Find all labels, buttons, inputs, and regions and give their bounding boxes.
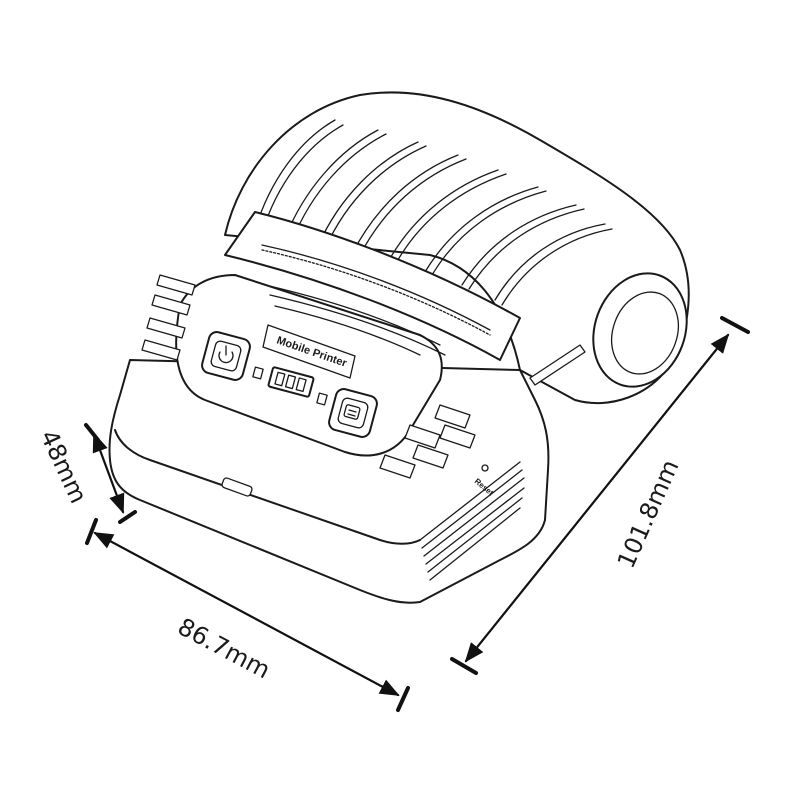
- height-label: 48mm: [35, 426, 93, 508]
- left-grip: [141, 274, 196, 361]
- usb-port: [221, 477, 253, 497]
- power-button[interactable]: [200, 330, 251, 381]
- depth-label: 101.8mm: [612, 456, 685, 573]
- width-arrow: [93, 531, 400, 697]
- width-label: 86.7mm: [173, 613, 275, 685]
- cover-ridges: [254, 119, 613, 306]
- printer-body: Mobile Printer: [108, 91, 690, 604]
- label-plate: [262, 324, 356, 379]
- depth-arrow: [464, 333, 730, 663]
- status-led: [252, 366, 264, 380]
- power-icon: [218, 345, 234, 364]
- width-tick-left: [85, 518, 98, 545]
- height-arrow: [92, 432, 125, 514]
- battery-indicator-icon: [267, 366, 315, 398]
- depth-tick-bottom: [450, 657, 478, 675]
- width-tick-right: [396, 686, 410, 712]
- status-led-2: [316, 392, 328, 406]
- height-tick-bottom: [118, 510, 137, 524]
- feed-button[interactable]: [327, 387, 378, 438]
- tear-bar: [261, 244, 491, 331]
- feed-icon: [343, 404, 361, 420]
- reset-hole[interactable]: [481, 464, 489, 472]
- depth-tick-top: [720, 316, 750, 334]
